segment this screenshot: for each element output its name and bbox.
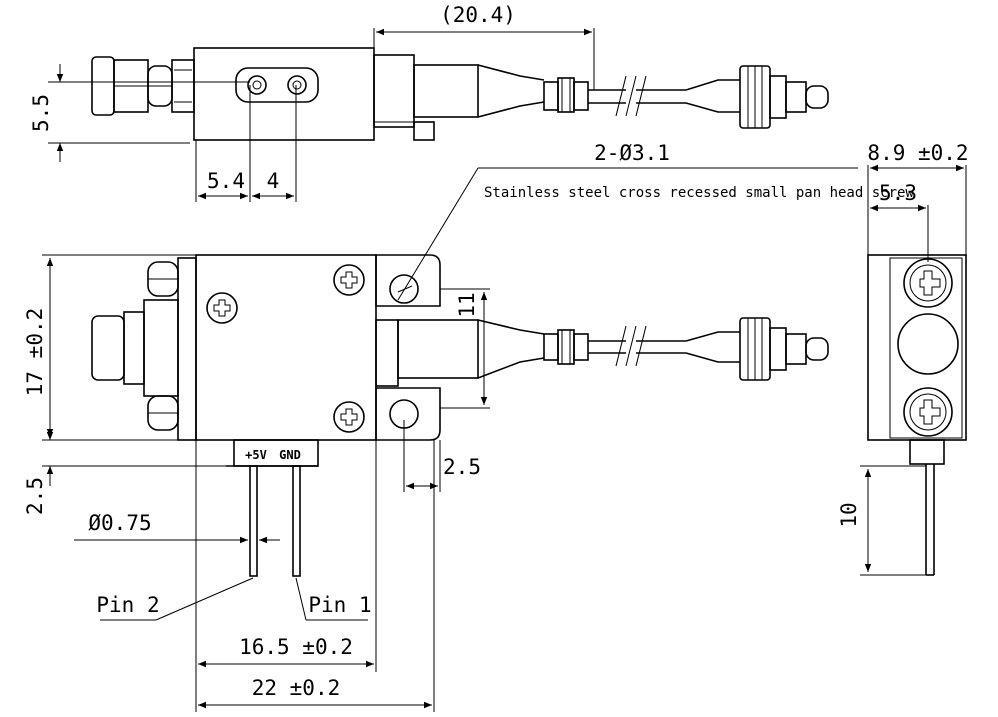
screw-callout: 2-Ø3.1 (594, 141, 670, 165)
top-pin-window (235, 67, 319, 103)
pin2-label: Pin 2 (96, 593, 159, 617)
dim-inner-width: 16.5 ±0.2 (239, 635, 353, 659)
dim-pitch-a: 5.4 (207, 169, 245, 193)
body-screw-top-icon (333, 264, 365, 296)
dim-side-inner: 5.3 (879, 181, 917, 205)
pin1-label: Pin 1 (308, 593, 371, 617)
pin-label-plus5v: +5V (245, 448, 267, 462)
dim-top-height: 5.5 (29, 94, 53, 132)
dim-pitch-b: 4 (267, 169, 280, 193)
front-connector (91, 257, 197, 441)
pin-1 (292, 465, 301, 577)
front-view: +5V GND 2-Ø3.1 Stainless steel cross rec… (23, 141, 914, 712)
side-view: 8.9 ±0.2 5.3 10 (837, 141, 969, 576)
dim-front-height: 17 ±0.2 (23, 308, 47, 397)
front-fiber-sleeve (397, 319, 479, 379)
dim-hole-spacing: 11 (455, 292, 479, 317)
side-screw-bottom-icon (903, 387, 953, 437)
dim-pin-dia: Ø0.75 (88, 511, 151, 535)
dim-pin-length: 10 (837, 502, 861, 527)
top-view: (20.4) 5.5 5.4 4 (29, 3, 829, 202)
screw-note: Stainless steel cross recessed small pan… (484, 185, 914, 201)
top-fiber-sleeve (413, 64, 479, 118)
dim-overall-width: 22 ±0.2 (252, 676, 341, 700)
side-fiber-port (897, 313, 959, 375)
mount-hole-top (389, 274, 419, 304)
pin-2 (249, 465, 258, 577)
dim-fiber-length: (20.4) (440, 3, 516, 27)
pin-label-gnd: GND (279, 448, 301, 462)
body-screw-bottom-icon (333, 401, 365, 433)
dim-hole-offset: 2.5 (443, 455, 481, 479)
top-connector (91, 56, 195, 116)
front-body (195, 254, 377, 441)
top-body (193, 47, 375, 141)
dim-side-width: 8.9 ±0.2 (867, 141, 968, 165)
body-screw-left-icon (206, 292, 238, 324)
side-screw-top-icon (903, 258, 953, 308)
dim-pin-offset: 2.5 (23, 477, 47, 515)
